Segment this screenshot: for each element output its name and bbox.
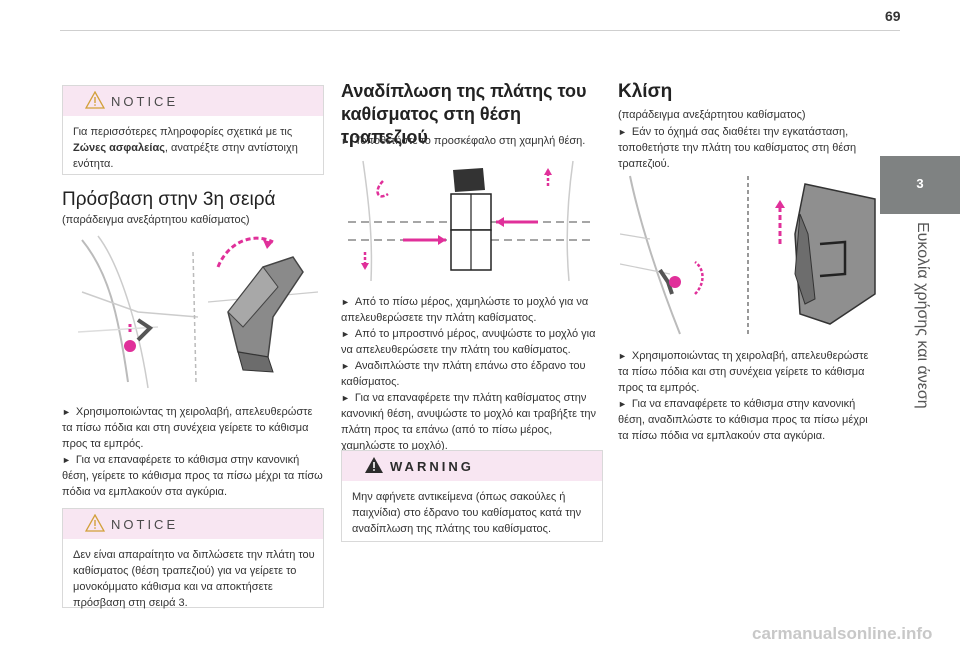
arrow-bullet-icon: ► [341,297,350,307]
col2-intro: ► Τοποθετήστε το προσκέφαλο στη χαμηλή θέ… [341,133,603,149]
arrow-bullet-icon: ► [618,351,627,361]
instruction-text: Εάν το όχημά σας διαθέτει την εγκατάστασ… [618,126,857,170]
notice-title: NOTICE [111,93,179,109]
section-heading-fold-backrest-line2: καθίσματος στη θέση τραπεζιού [341,104,522,147]
warning-triangle-icon [365,457,383,473]
instruction-text: Για να επαναφέρετε την πλάτη καθίσματος … [341,392,597,452]
instruction-text: Τοποθετήστε το προσκέφαλο στη χαμηλή θέσ… [354,135,586,147]
instruction-text: Για να επαναφέρετε το κάθισμα στην κανον… [62,454,323,498]
notice-title: NOTICE [111,516,179,532]
warning-title: WARNING [390,458,474,474]
notice-text-bold: Ζώνες ασφαλείας [73,142,165,154]
instruction-text: Χρησιμοποιώντας τη χειρολαβή, απελευθερώ… [618,350,869,394]
caution-triangle-icon [85,91,105,109]
section-heading-fold-backrest-line1: Αναδίπλωση της πλάτης του [341,81,587,101]
chapter-label: Ευκολία χρήσης και άνεση [914,222,931,409]
col3-intro: ►Εάν το όχημά σας διαθέτει την εγκατάστα… [618,124,880,172]
notice-body: Για περισσότερες πληροφορίες σχετικά με … [63,116,323,178]
warning-header: WARNING [342,451,602,481]
col1-instructions: ►Χρησιμοποιώντας τη χειρολαβή, απελευθερ… [62,404,324,500]
instruction-text: Χρησιμοποιώντας τη χειρολαβή, απελευθερώ… [62,406,313,450]
chapter-number: 3 [916,176,924,191]
chapter-label-container: Ευκολία χρήσης και άνεση [895,222,935,409]
section-heading-access-row3: Πρόσβαση στην 3η σειρά [62,189,276,210]
warning-body: Μην αφήνετε αντικείμενα (όπως σακούλες ή… [352,491,582,535]
instruction-step: ►Χρησιμοποιώντας τη χειρολαβή, απελευθερ… [62,404,324,452]
instruction-step: ►Για να επαναφέρετε το κάθισμα στην κανο… [62,452,324,500]
notice-header: NOTICE [63,509,323,539]
instruction-text: Αναδιπλώστε την πλάτη επάνω στο έδρανο τ… [341,360,586,388]
arrow-bullet-icon: ► [618,127,627,137]
arrow-bullet-icon: ► [341,361,350,371]
section-subheading: (παράδειγμα ανεξάρτητου καθίσματος) [62,214,250,226]
headrest-shape [453,168,485,192]
warning-box: WARNING Μην αφήνετε αντικείμενα (όπως σα… [341,450,603,542]
arrow-bullet-icon: ► [618,399,627,409]
notice-header: NOTICE [63,86,323,116]
arrow-bullet-icon: ► [62,407,71,417]
page-number: 69 [885,8,901,24]
seat-shape [227,256,304,373]
seat-tilt-forward-illustration [620,175,876,335]
caution-triangle-icon [85,514,105,532]
instruction-step: ►Από το πίσω μέρος, χαμηλώστε το μοχλό γ… [341,294,603,326]
col3-instructions: ►Χρησιμοποιώντας τη χειρολαβή, απελευθερ… [618,348,880,444]
notice-box-2: NOTICE Δεν είναι απαραίτητο να διπλώσετε… [62,508,324,609]
notice-text-pre: Για περισσότερες πληροφορίες σχετικά με … [73,126,293,138]
chapter-tab[interactable]: 3 [880,156,960,214]
arrow-bullet-icon: ► [341,136,350,146]
instruction-text: Από το μπροστινό μέρος, ανυψώστε το μοχλ… [341,328,596,356]
notice-body: Δεν είναι απαραίτητο να διπλώσετε την πλ… [73,549,315,609]
instruction-text: Για να επαναφέρετε το κάθισμα στην κανον… [618,398,868,442]
instruction-step: ►Αναδιπλώστε την πλάτη επάνω στο έδρανο … [341,358,603,390]
instruction-step: ► Τοποθετήστε το προσκέφαλο στη χαμηλή θέ… [341,133,603,149]
watermark: carmanualsonline.info [752,624,933,643]
arrow-bullet-icon: ► [62,455,71,465]
seat-shape [794,183,876,325]
instruction-text: Από το πίσω μέρος, χαμηλώστε το μοχλό γι… [341,296,589,324]
instruction-step: ►Για να επαναφέρετε το κάθισμα στην κανο… [618,396,880,444]
instruction-step: ►Από το μπροστινό μέρος, ανυψώστε το μοχ… [341,326,603,358]
col2-instructions: ►Από το πίσω μέρος, χαμηλώστε το μοχλό γ… [341,294,603,454]
section-heading-tilt: Κλίση [618,81,673,102]
instruction-step: ►Για να επαναφέρετε την πλάτη καθίσματος… [341,390,603,454]
instruction-step: ►Εάν το όχημά σας διαθέτει την εγκατάστα… [618,124,880,172]
backrest-fold-illustration [348,160,593,282]
top-divider [60,30,900,31]
arrow-bullet-icon: ► [341,329,350,339]
instruction-step: ►Χρησιμοποιώντας τη χειρολαβή, απελευθερ… [618,348,880,396]
seat-tilt-illustration [78,235,319,389]
arrow-bullet-icon: ► [341,393,350,403]
section-subheading: (παράδειγμα ανεξάρτητου καθίσματος) [618,109,806,121]
notice-box-1: NOTICE Για περισσότερες πληροφορίες σχετ… [62,85,324,175]
notice-text-post: , ανατρέξτε στην αντίστοιχη ενότητα. [73,142,298,170]
